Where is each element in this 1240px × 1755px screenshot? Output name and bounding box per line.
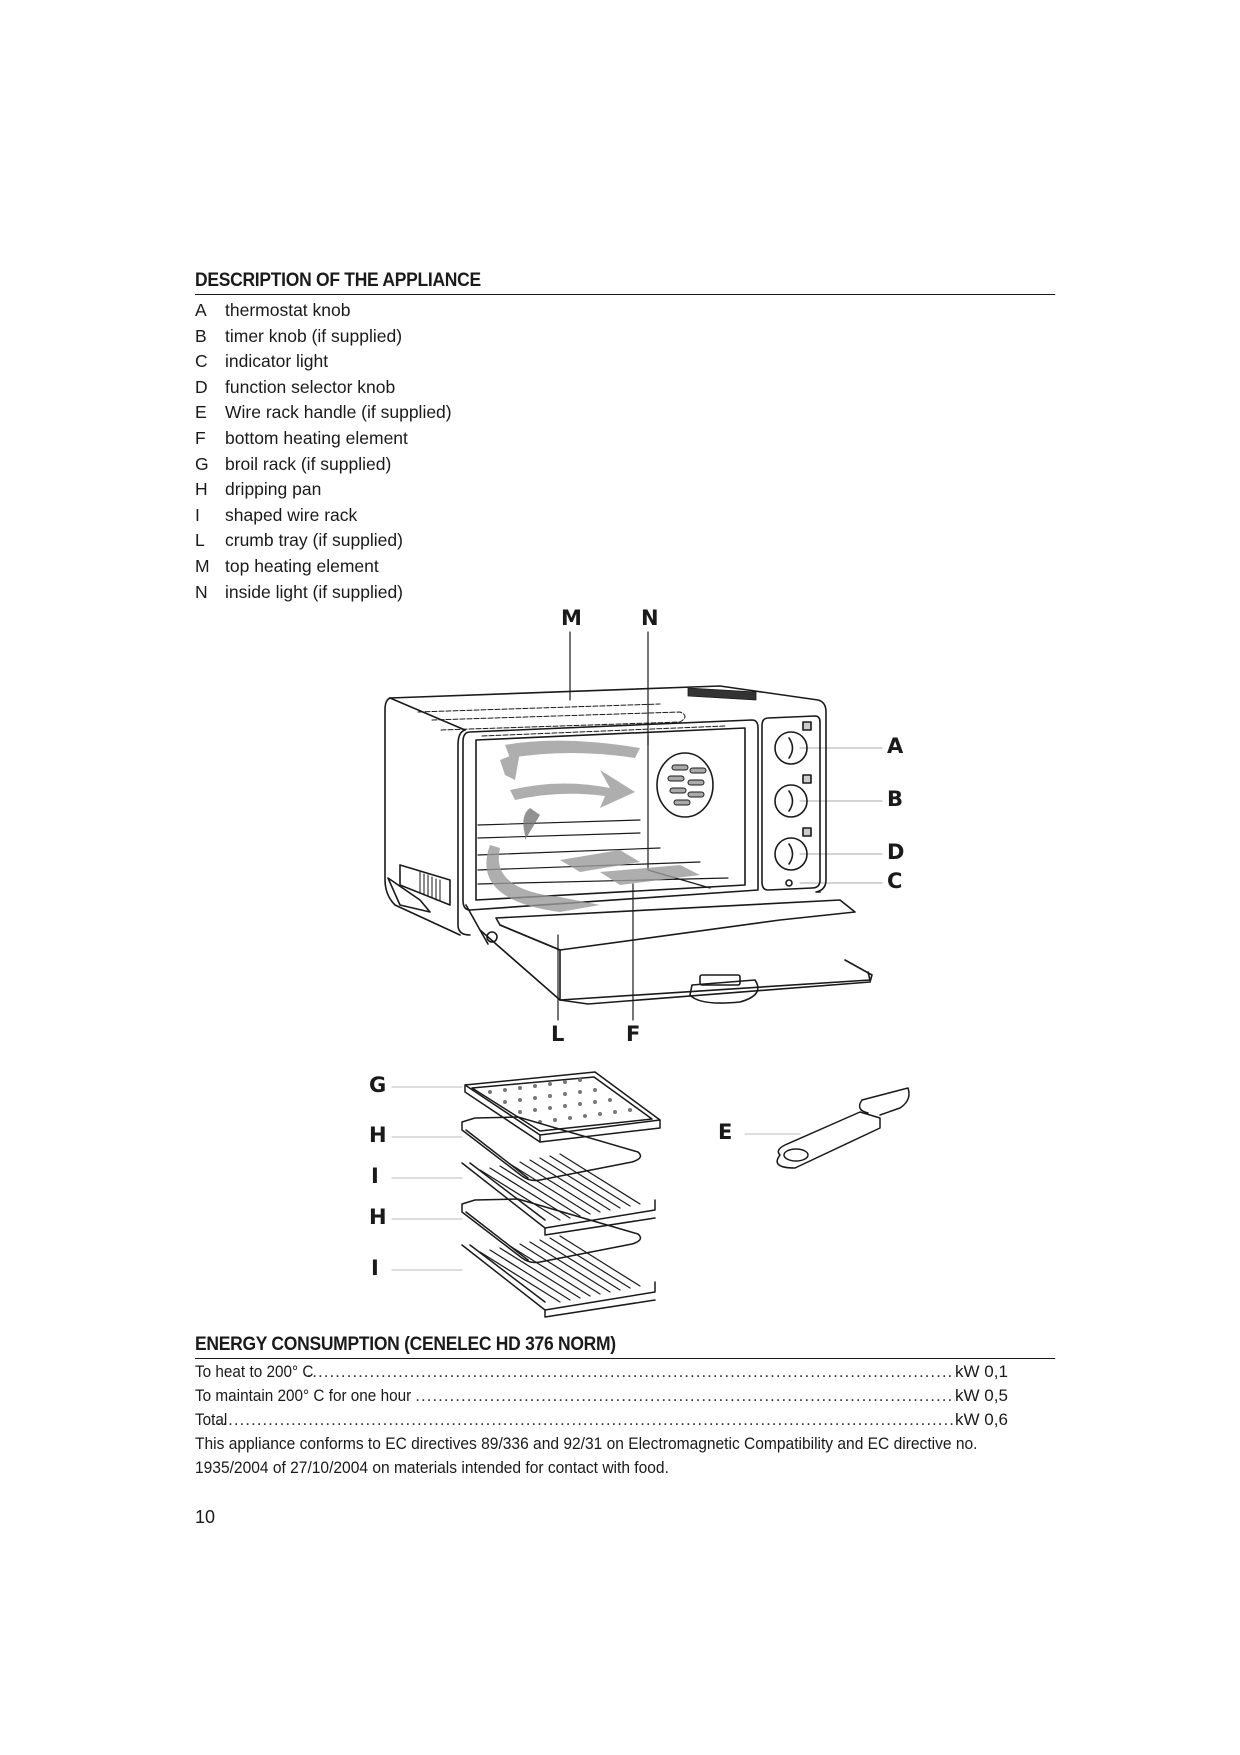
energy-row: To heat to 200° C ......................… — [195, 1360, 1055, 1384]
indicator-light — [785, 879, 793, 887]
energy-label: To maintain 200° C for one hour — [195, 1386, 412, 1405]
conformity-statement: This appliance conforms to EC directives… — [195, 1434, 978, 1477]
callout-i: I — [371, 1164, 379, 1188]
wire-rack-handle — [776, 1087, 910, 1169]
energy-table: To heat to 200° C ......................… — [195, 1360, 1055, 1432]
callout-h: H — [369, 1205, 387, 1229]
part-letter: C — [195, 351, 208, 372]
callout-e: E — [718, 1120, 733, 1144]
function-selector-knob — [774, 837, 808, 871]
airflow-arrows — [486, 740, 700, 912]
energy-row: Total ..................................… — [195, 1408, 1055, 1432]
wire-rack-1 — [461, 1153, 656, 1236]
part-label: crumb tray (if supplied) — [225, 530, 403, 551]
dripping-pan-1 — [461, 1116, 642, 1182]
part-label: bottom heating element — [225, 427, 408, 448]
energy-row: To maintain 200° C for one hour ........… — [195, 1384, 1055, 1408]
part-label: inside light (if supplied) — [225, 581, 404, 602]
page-number: 10 — [195, 1507, 216, 1527]
thermostat-knob — [774, 731, 808, 765]
callout-d: D — [887, 840, 905, 864]
part-letter: H — [195, 479, 208, 500]
energy-label: Total — [195, 1410, 228, 1429]
part-label: function selector knob — [225, 376, 396, 397]
leader-dots: ........................................… — [415, 1386, 955, 1405]
callout-h: H — [369, 1123, 387, 1147]
accessory-leaders — [391, 1086, 801, 1271]
part-letter: D — [195, 376, 208, 397]
part-letter: M — [195, 555, 210, 576]
energy-heading: ENERGY CONSUMPTION (CENELEC HD 376 NORM) — [195, 1334, 1056, 1359]
wire-rack-2 — [461, 1235, 656, 1318]
part-letter: G — [195, 453, 209, 474]
part-letter: N — [195, 581, 208, 602]
energy-value: kW 0,5 — [955, 1386, 1008, 1405]
timer-knob — [774, 784, 808, 818]
callout-b: B — [887, 787, 904, 811]
part-label: broil rack (if supplied) — [225, 453, 392, 474]
energy-value: kW 0,6 — [955, 1410, 1008, 1429]
part-letter: A — [195, 300, 207, 320]
callout-i: I — [371, 1256, 379, 1280]
part-label: shaped wire rack — [225, 504, 358, 525]
oven-body — [384, 685, 873, 1005]
callout-m: M — [561, 606, 582, 630]
part-letter: L — [195, 530, 205, 551]
part-letter: E — [195, 402, 207, 423]
callout-a: A — [887, 734, 904, 758]
callout-f: F — [626, 1022, 641, 1046]
part-label: indicator light — [225, 351, 329, 372]
energy-label: To heat to 200° C — [195, 1362, 314, 1381]
broil-rack — [464, 1071, 661, 1143]
part-label: dripping pan — [225, 479, 322, 500]
leader-dots: ........................................… — [306, 1362, 955, 1381]
part-letter: B — [195, 325, 207, 346]
part-letter: F — [195, 427, 206, 448]
callout-n: N — [641, 606, 659, 630]
description-heading: DESCRIPTION OF THE APPLIANCE — [195, 270, 1056, 295]
callout-c: C — [887, 869, 903, 893]
part-label: top heating element — [225, 555, 379, 576]
part-letter: I — [195, 504, 200, 525]
leader-dots: ........................................… — [210, 1410, 955, 1429]
energy-value: kW 0,1 — [955, 1362, 1008, 1381]
callout-l: L — [551, 1022, 565, 1046]
list-item: E Wire rack handle (if supplied) — [195, 400, 452, 426]
part-label: thermostat knob — [225, 300, 351, 320]
part-label: Wire rack handle (if supplied) — [225, 402, 452, 423]
part-label: timer knob (if supplied) — [225, 325, 403, 346]
callout-g: G — [369, 1073, 387, 1097]
dripping-pan-2 — [461, 1198, 642, 1264]
